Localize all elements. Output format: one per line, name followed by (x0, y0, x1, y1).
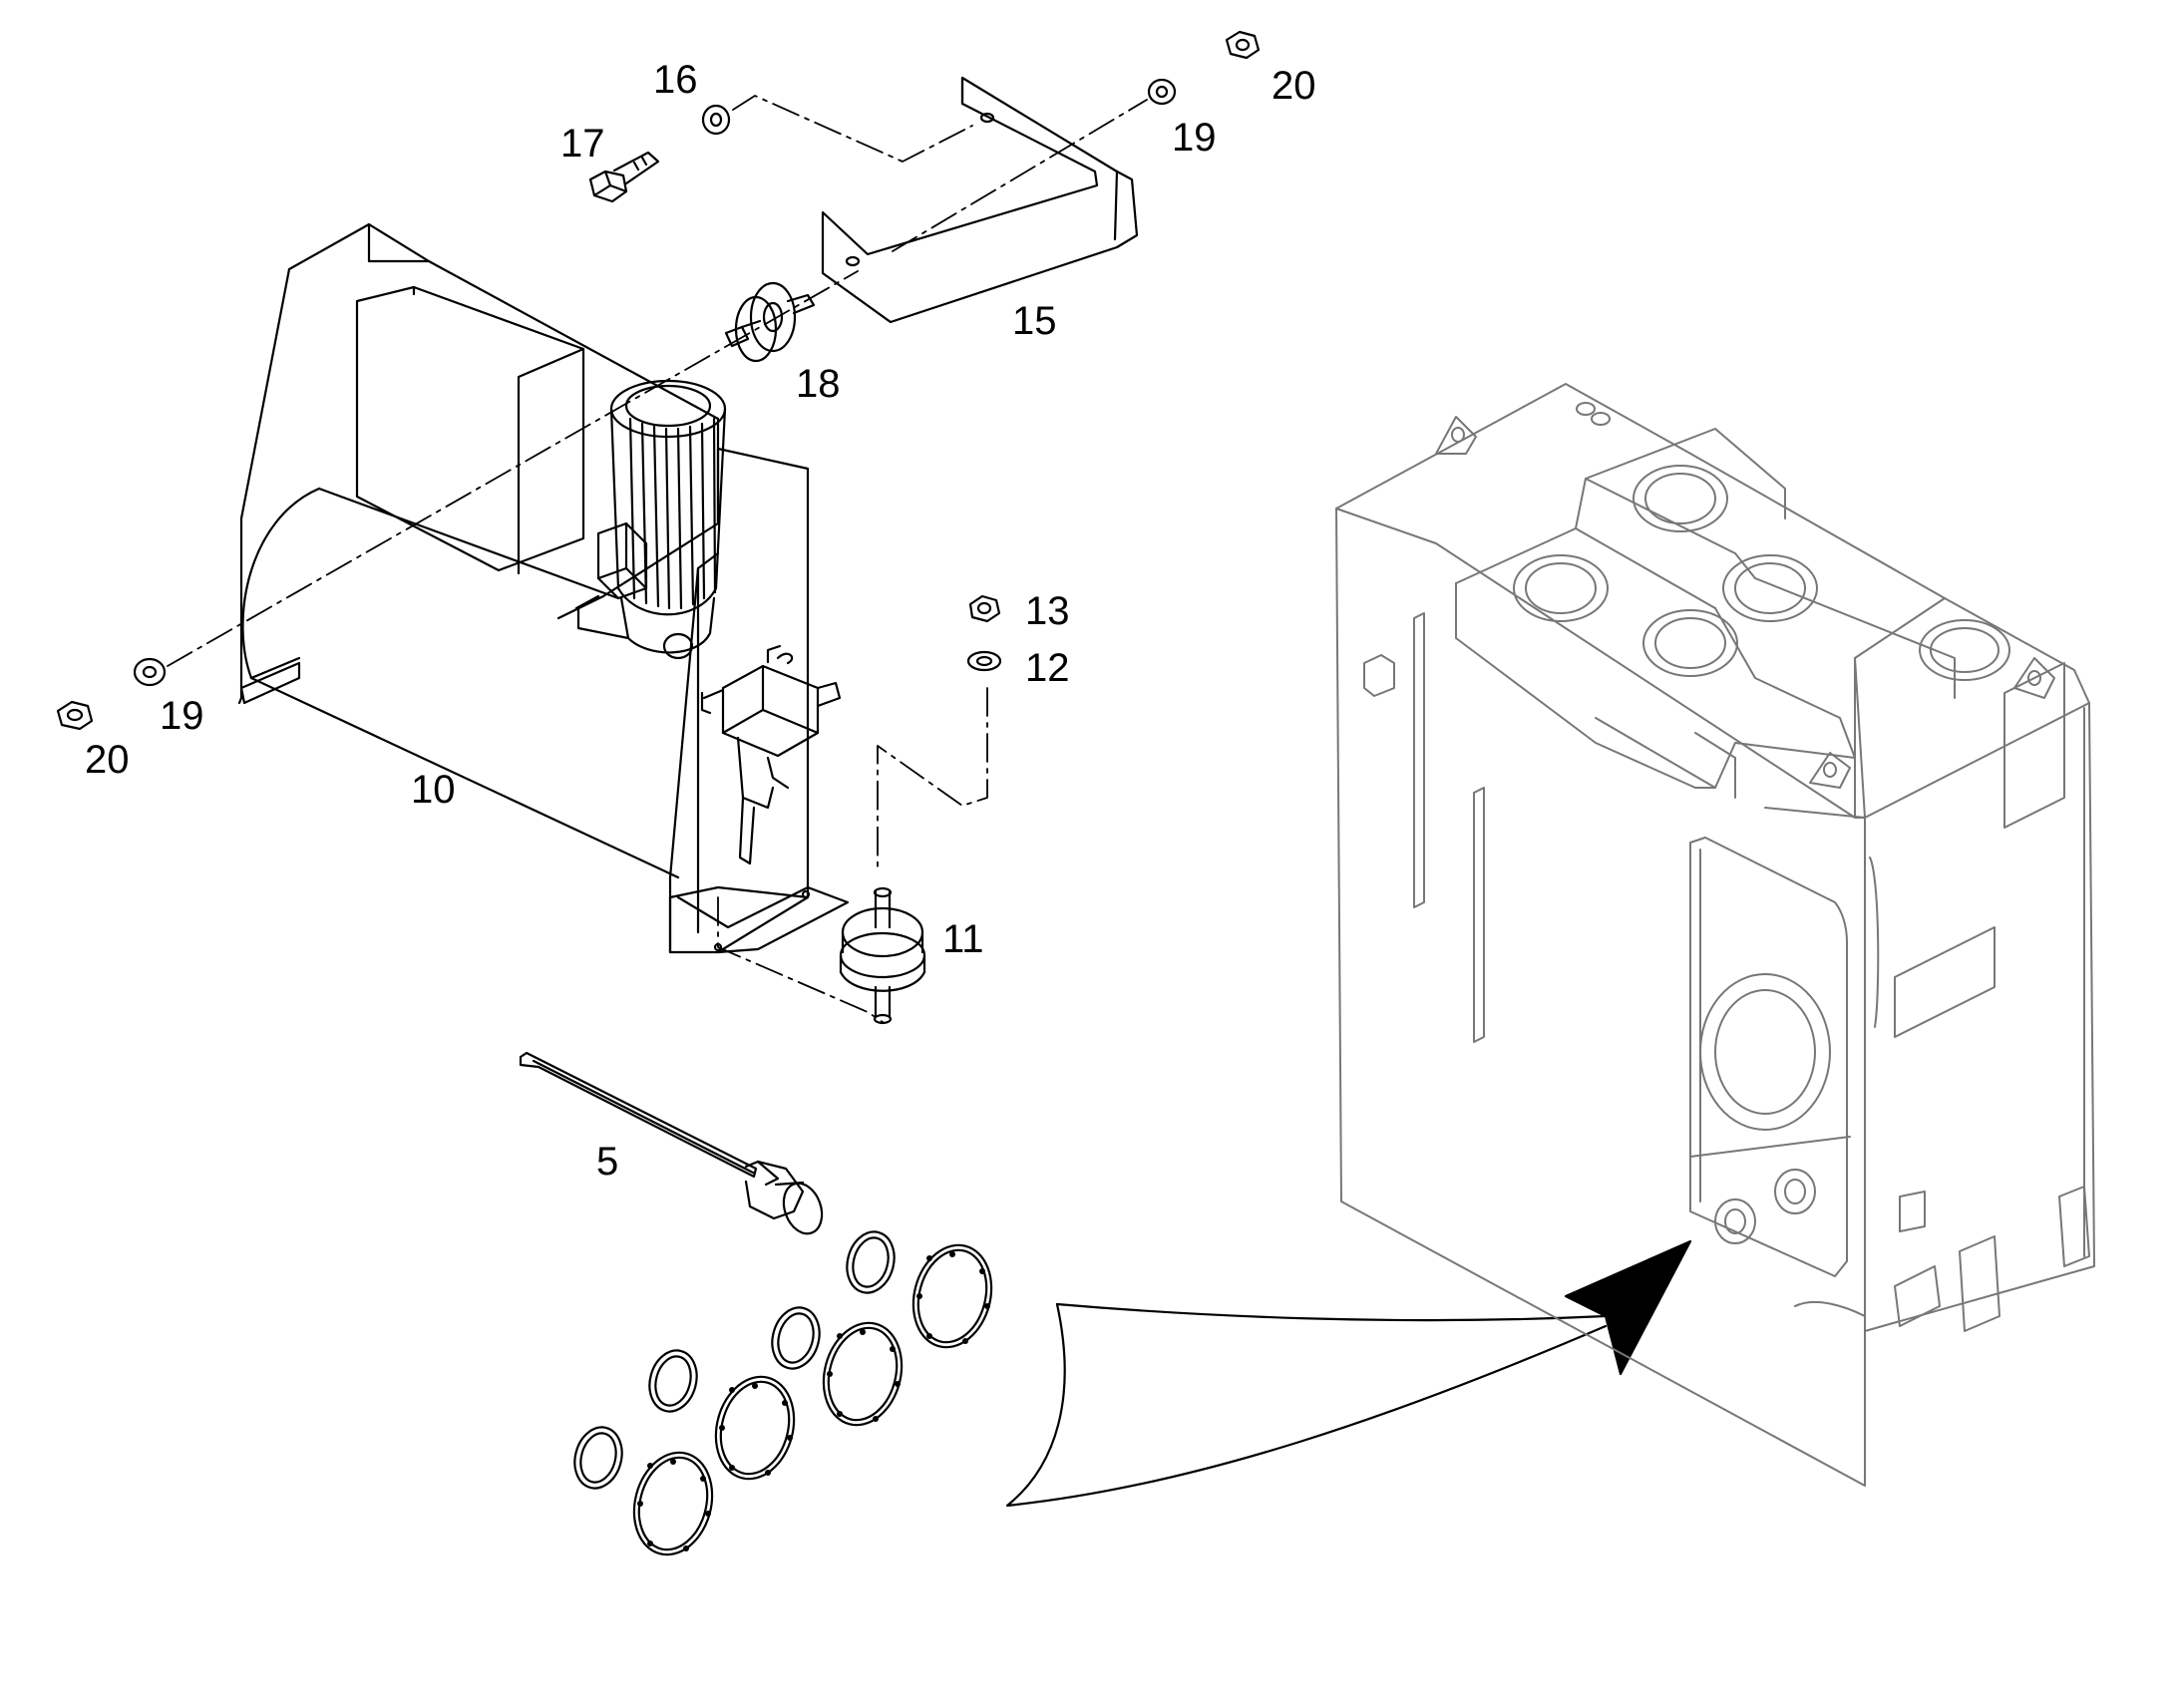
label-20-left: 20 (85, 738, 130, 782)
cabinet-frame (1335, 383, 2095, 1487)
label-17: 17 (560, 122, 605, 166)
washer-12 (966, 650, 1002, 672)
washer-19-right (1147, 78, 1177, 106)
bolt-17 (588, 151, 660, 203)
nut-13 (968, 594, 1001, 623)
label-19-left: 19 (160, 694, 204, 738)
cover-plate-holes (637, 1251, 990, 1551)
nut-20-left (56, 700, 94, 731)
center-lines (167, 95, 1148, 1023)
callout-arrow (1005, 1239, 1692, 1508)
dipstick-5 (519, 1051, 824, 1235)
label-10: 10 (411, 768, 456, 812)
bracket-15 (821, 76, 1139, 324)
washer-19-left (133, 657, 167, 687)
label-20-right: 20 (1272, 64, 1316, 108)
tank-unit-10 (237, 222, 850, 954)
label-15: 15 (1012, 299, 1057, 343)
label-12: 12 (1025, 646, 1070, 690)
label-11: 11 (942, 917, 984, 961)
mount-11 (839, 886, 926, 1025)
washer-16 (701, 104, 731, 136)
nut-20-right (1225, 30, 1261, 60)
label-19-right: 19 (1172, 116, 1217, 160)
label-18: 18 (796, 362, 841, 406)
label-5: 5 (596, 1140, 619, 1184)
seal-rings (573, 1230, 896, 1490)
mount-18 (724, 281, 816, 363)
label-16: 16 (653, 58, 698, 102)
label-13: 13 (1025, 589, 1070, 633)
